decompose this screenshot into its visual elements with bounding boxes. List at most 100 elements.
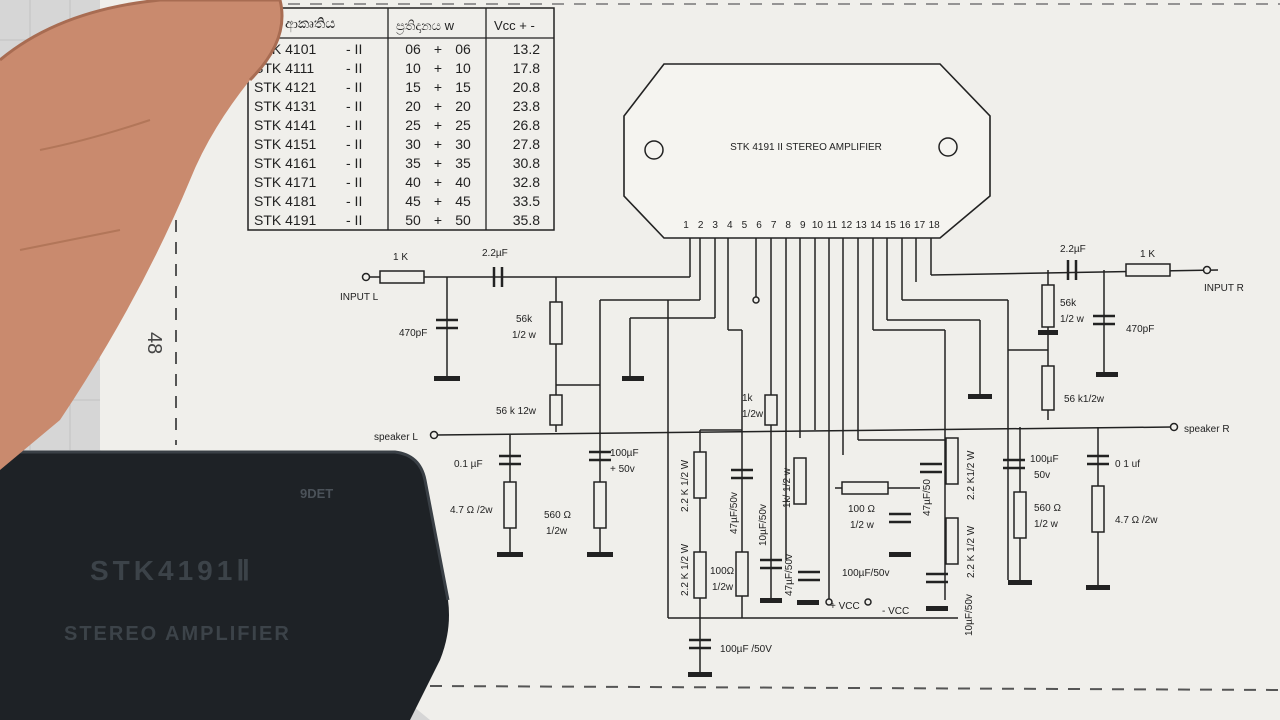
table-cell-plus: + [434,193,442,209]
table-header-model: ආකෘතිය [285,15,335,33]
capacitors [436,260,1115,650]
resistor-560-right [1013,491,1027,539]
mount-hole-right [938,137,958,157]
table-cell-model: STK 4131 [254,98,316,114]
table-cell-left: 06 [405,41,421,57]
label-c-100-r: 100µF [1030,454,1059,465]
table-cell-model: STK 4151 [254,136,316,152]
table-cell-plus: + [434,174,442,190]
table-cell-suffix: - II [346,155,362,171]
resistor-560-left [593,481,607,529]
table-cell-plus: + [434,41,442,57]
table-header-power: ප්‍රතිදානය w [396,18,455,34]
table-cell-model: STK 4171 [254,174,316,190]
table-cell-plus: + [434,117,442,133]
cap-2u2-left [492,267,504,287]
cap-47u-c [920,462,942,474]
resistor-100-b [841,481,889,495]
resistor-4r7-left [503,481,517,529]
label-r-1k-a: 1k [742,393,754,404]
module-brand-text: 9DET [300,486,333,501]
pin-label: 6 [756,220,762,231]
label-r-22k-d: 2.2 K 1/2 W [966,525,977,578]
label-c-470-r: 470pF [1126,324,1154,335]
label-c-22-l: 2.2µF [482,248,508,259]
label-c-47-b: 47µF/50v [784,554,795,596]
terminals [361,265,1212,606]
finger [0,0,284,470]
label-c-470-l: 470pF [399,328,427,339]
label-c-10-a: 10µF/50v [758,504,769,546]
pin-label: 13 [856,220,868,231]
table-cell-suffix: - II [346,60,362,76]
pin-label: 12 [841,220,853,231]
table-cell-plus: + [434,79,442,95]
table-cell-left: 15 [405,79,421,95]
chip-title: STK 4191 II STEREO AMPLIFIER [730,142,882,153]
cap-100u-left [589,450,611,462]
table-cell-right: 35 [455,155,471,171]
resistor-4r7-right [1091,485,1105,533]
table-cell-vcc: 27.8 [513,136,540,152]
label-r-1k-b: 1k/ 1/2 w [782,467,793,508]
page-border-bottom [429,685,1280,691]
label-c-01-l: 0.1 µF [454,459,483,470]
resistor-100-a [735,551,749,597]
label-r-56k-l-w: 1/2 w [512,330,537,341]
table-cell-left: 25 [405,117,421,133]
cap-470p-right [1093,314,1115,326]
table-cell-suffix: - II [346,212,362,228]
table-cell-model: STK 4191 [254,212,316,228]
label-minus-vcc: - VCC [882,606,909,617]
terminal-pin6 [752,296,760,304]
table-cell-left: 45 [405,193,421,209]
label-r-56k-r-w: 1/2 w [1060,314,1085,325]
mount-hole-left [644,140,664,160]
label-c-47-a: 47µF/50v [729,492,740,534]
cap-100u-right [1003,458,1025,470]
resistor-56k12w-left [549,394,563,426]
label-c-100-mid: 100µF/50v [842,568,889,579]
label-r-56k-r: 56k [1060,298,1077,309]
label-r-56k12-r: 56 k1/2w [1064,394,1105,405]
table-cell-suffix: - II [346,193,362,209]
label-speaker-r: speaker R [1184,424,1230,435]
table-cell-plus: + [434,212,442,228]
cap-2u2-right [1066,260,1078,280]
table-cell-right: 15 [455,79,471,95]
label-r-100-b: 100 Ω [848,504,875,515]
label-r-56k12-l: 56 k 12w [496,406,537,417]
table-cell-right: 20 [455,98,471,114]
label-c-10-b: 10µF/50v [964,594,975,636]
label-c-100-l: 100µF [610,448,639,459]
label-r-100-b-w: 1/2 w [850,520,875,531]
pin-label: 11 [827,220,838,231]
label-c-01-r: 0 1 uf [1115,459,1140,470]
table-cell-right: 30 [455,136,471,152]
table-cell-left: 30 [405,136,421,152]
table-cell-suffix: - II [346,174,362,190]
table-cell-right: 45 [455,193,471,209]
table-cell-vcc: 35.8 [513,212,540,228]
label-r-1k-a-w: 1/2w [742,409,764,420]
label-r-100-a: 100Ω [710,566,735,577]
label-r-56k-l: 56k [516,314,533,325]
table-cell-plus: + [434,155,442,171]
pin-label: 3 [712,220,718,231]
table-cell-plus: + [434,60,442,76]
table-cell-vcc: 26.8 [513,117,540,133]
table-cell-vcc: 23.8 [513,98,540,114]
label-r-47-l: 4.7 Ω /2w [450,505,493,516]
table-cell-suffix: - II [346,98,362,114]
label-c-100-r-v: 50v [1034,470,1050,481]
table-cell-left: 40 [405,174,421,190]
pin-label: 17 [914,220,926,231]
cap-01-left [499,454,521,466]
table-cell-vcc: 17.8 [513,60,540,76]
label-c-100-bottom: 100µF /50V [720,644,772,655]
table-cell-model: STK 4111 [254,60,314,76]
label-r-22k-b: 2.2 K 1/2 W [680,543,691,596]
label-r-22k-c: 2.2 K1/2 W [966,450,977,500]
table-cell-vcc: 32.8 [513,174,540,190]
